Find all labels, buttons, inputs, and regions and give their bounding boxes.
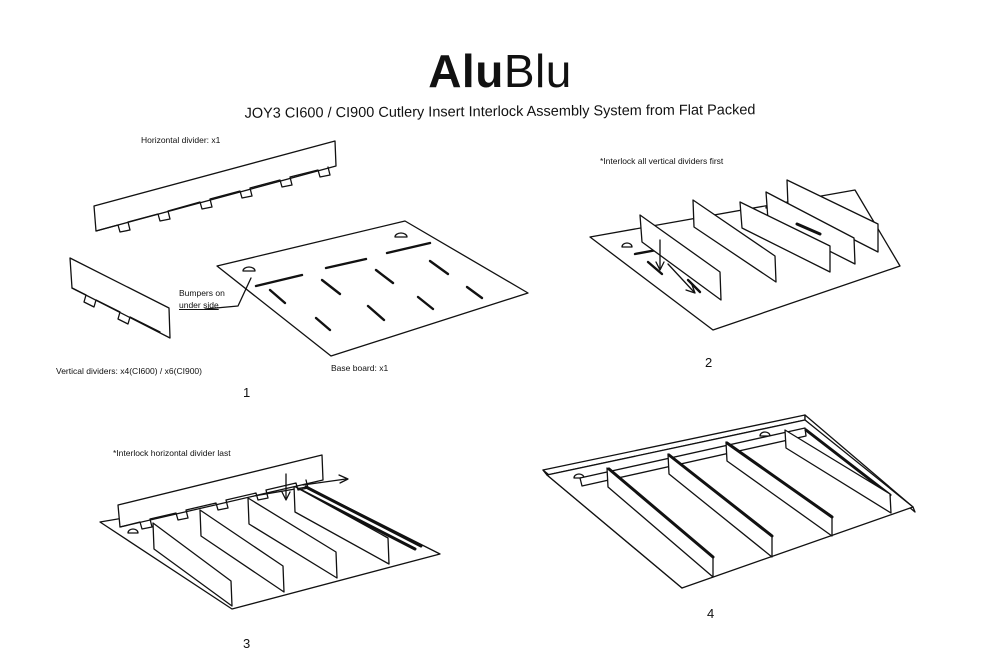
bumper-icon: [621, 242, 633, 248]
vertical-dividers-label: Vertical dividers: x4(CI600) / x6(CI900): [56, 366, 202, 376]
step-4-number: 4: [707, 606, 715, 621]
step-2-note: *Interlock all vertical dividers first: [600, 156, 724, 166]
bumpers-label-line1: Bumpers on: [179, 288, 225, 298]
bumper-icon: [394, 232, 408, 238]
step-2-number: 2: [705, 355, 713, 370]
step-3-number: 3: [243, 636, 251, 651]
bumper-icon: [127, 528, 139, 534]
step-4-drawing: [542, 414, 916, 589]
step-1-number: 1: [243, 385, 251, 400]
base-board-part: [204, 220, 529, 357]
horizontal-divider-label: Horizontal divider: x1: [141, 135, 221, 145]
brand-logo-bold: Alu: [428, 45, 504, 97]
horizontal-divider-part: [93, 140, 337, 233]
brand-logo: AluBlu: [0, 44, 1000, 98]
bumper-icon: [242, 266, 256, 272]
step-2-drawing: [589, 179, 901, 331]
vertical-divider-part: [69, 257, 171, 339]
base-board-label: Base board: x1: [331, 363, 389, 373]
step-3-drawing: [99, 454, 441, 610]
step-3-note: *Interlock horizontal divider last: [113, 448, 231, 458]
bumpers-label-line2: under side: [179, 300, 219, 310]
brand-logo-light: Blu: [503, 45, 572, 97]
